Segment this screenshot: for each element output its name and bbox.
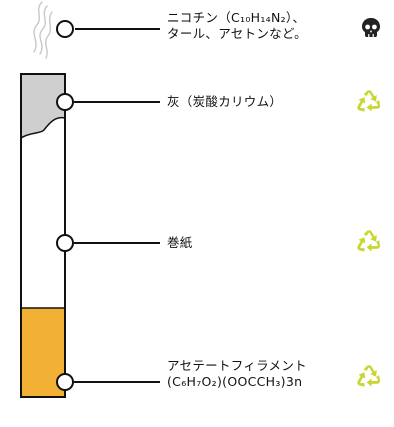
leader-lines (74, 28, 160, 383)
label-filter-line2: (C₆H₇O₂)(OOCCH₃)3n (167, 374, 303, 389)
label-filter: アセテートフィラメント (C₆H₇O₂)(OOCCH₃)3n (167, 358, 307, 390)
label-smoke-line2: タール、アセトンなど。 (167, 26, 307, 41)
skull-icon (362, 18, 380, 37)
label-smoke-line1: ニコチン（C₁₀H₁₄N₂）、 (167, 10, 306, 25)
recycle-icon-paper (357, 230, 381, 252)
marker-ash (56, 93, 74, 111)
cigarette-body (20, 73, 66, 398)
label-filter-line1: アセテートフィラメント (167, 358, 307, 373)
marker-paper (56, 234, 74, 252)
label-paper: 巻紙 (167, 235, 193, 250)
marker-circles (56, 20, 74, 391)
smoke-wisps (33, 1, 53, 59)
marker-filter (56, 373, 74, 391)
recycle-icon-filter (357, 365, 381, 387)
label-ash: 灰（炭酸カリウム） (167, 94, 283, 109)
recycle-icon-ash (357, 90, 381, 112)
label-smoke: ニコチン（C₁₀H₁₄N₂）、 タール、アセトンなど。 (167, 10, 307, 42)
ash-section (21, 74, 65, 138)
marker-smoke (56, 20, 74, 38)
ash-edge (20, 116, 66, 139)
